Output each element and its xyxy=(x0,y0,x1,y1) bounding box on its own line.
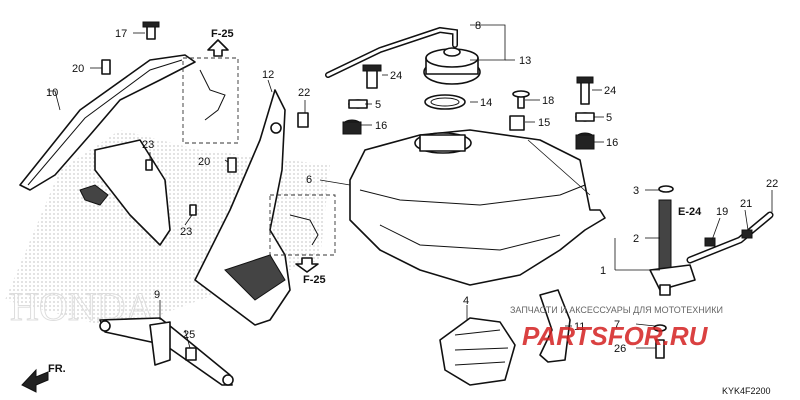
ref-f25-bottom: F-25 xyxy=(303,274,326,286)
ref-box-f25-bottom xyxy=(269,194,336,273)
callout-22-top: 17 xyxy=(115,28,127,40)
callout-18: 11 xyxy=(574,321,585,333)
small-fasteners xyxy=(101,21,309,361)
callout-12: 14 xyxy=(480,97,492,109)
shop-caption: ЗАПЧАСТИ И АКСЕССУАРЫ ДЛЯ МОТОТЕХНИКИ xyxy=(510,305,723,315)
diagram-code: KYK4F2200 xyxy=(722,386,771,396)
callout-9: 10 xyxy=(46,87,58,99)
leader-lines xyxy=(48,24,773,349)
cap-gasket-part-12 xyxy=(424,94,466,110)
callout-4: 4 xyxy=(463,295,469,307)
callout-23-upper: 23 xyxy=(142,139,154,151)
ref-f25-top: F-25 xyxy=(211,28,234,40)
callout-5-left: 5 xyxy=(375,99,381,111)
left-shroud-part-9 xyxy=(19,54,196,191)
tank-mount-hardware-left xyxy=(342,64,382,135)
canister-part-4 xyxy=(439,317,516,386)
callout-25: 25 xyxy=(183,329,195,341)
callout-16-left: 16 xyxy=(375,120,387,132)
callout-11: 13 xyxy=(519,55,531,67)
callout-3: 3 xyxy=(633,185,639,197)
fuel-hose-part-14 xyxy=(686,211,774,264)
stay-part-8 xyxy=(99,317,234,386)
callout-15: 15 xyxy=(538,117,550,129)
callout-24-left: 24 xyxy=(390,70,402,82)
fuel-cap-part-11 xyxy=(423,47,481,85)
callout-20-middle: 20 xyxy=(198,156,210,168)
callout-24-right: 24 xyxy=(604,85,616,97)
callout-8: 9 xyxy=(154,289,160,301)
callout-21: 21 xyxy=(740,198,752,210)
callout-numbers: 17 20 10 12 22 20 23 23 9 25 6 8 13 14 2… xyxy=(46,20,778,355)
callout-20-left: 20 xyxy=(72,63,84,75)
callout-1: 1 xyxy=(600,265,606,277)
tank-mount-hardware-right xyxy=(575,76,595,150)
ref-box-f25-top xyxy=(182,39,239,144)
callout-13: 7 xyxy=(614,319,620,331)
callout-6: 6 xyxy=(306,174,312,186)
drain-hardware xyxy=(653,324,667,359)
callout-23-lower: 23 xyxy=(180,226,192,238)
band-part-18 xyxy=(539,289,571,363)
tank-mount-hardware-middle xyxy=(509,90,530,131)
breather-tube-part-7 xyxy=(325,26,458,78)
callout-16-right: 16 xyxy=(606,137,618,149)
callout-22-right: 22 xyxy=(298,87,310,99)
callout-26: 26 xyxy=(614,343,626,355)
callout-17: 18 xyxy=(542,95,554,107)
right-shroud-part-10 xyxy=(194,89,291,326)
callout-10: 12 xyxy=(262,69,274,81)
fuel-tank-part-6 xyxy=(349,129,606,286)
ref-e24: E-24 xyxy=(678,206,702,218)
callout-7: 8 xyxy=(475,20,481,32)
shop-logo: PARTSFOR.RU xyxy=(522,321,709,351)
callout-5-right: 5 xyxy=(606,112,612,124)
front-marker-label: FR. xyxy=(48,363,66,375)
front-direction-marker: FR. xyxy=(21,363,66,393)
callout-2: 2 xyxy=(633,233,639,245)
callout-19: 19 xyxy=(716,206,728,218)
callout-14: 22 xyxy=(766,178,778,190)
fuel-valve-part-1 xyxy=(649,185,696,296)
